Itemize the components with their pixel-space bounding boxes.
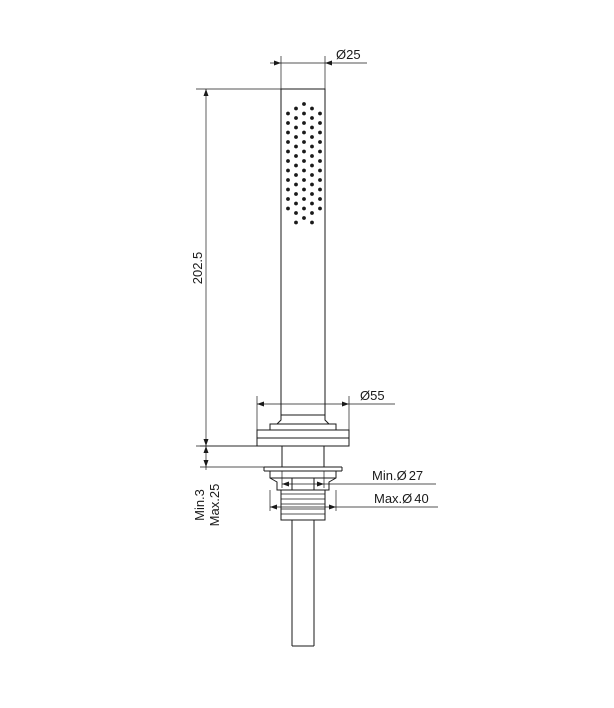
nozzle-dot <box>294 135 298 139</box>
nozzle-dot <box>294 154 298 158</box>
thickness-min-label: Min.3 <box>192 489 207 521</box>
dimension-mounting-thickness: Min.3 Max.25 <box>192 445 264 527</box>
nozzle-dot <box>294 106 298 111</box>
nozzle-dot <box>302 168 306 173</box>
nozzle-dot <box>286 111 290 116</box>
nozzle-dot <box>286 206 290 211</box>
nozzle-dot <box>302 187 306 192</box>
nozzle-dot <box>310 135 314 139</box>
nozzle-dot <box>310 144 314 149</box>
height-label: 202.5 <box>190 252 205 285</box>
nozzle-dot <box>310 106 314 111</box>
nozzle-dot <box>286 197 290 201</box>
nozzle-dot <box>294 144 298 149</box>
nozzle-dot <box>318 178 322 182</box>
nozzle-dot <box>318 206 322 211</box>
nozzle-dot <box>286 140 290 144</box>
nozzle-dot <box>294 116 298 120</box>
nozzle-dot <box>310 154 314 158</box>
nozzle-dot <box>286 178 290 182</box>
nozzle-dot <box>310 116 314 120</box>
head-diameter-label: Ø25 <box>336 47 361 62</box>
dimension-flange-diameter: Ø55 <box>256 388 395 430</box>
nozzle-grid <box>286 102 322 225</box>
nozzle-dot <box>302 159 306 163</box>
nozzle-dot <box>318 197 322 201</box>
nozzle-dot <box>294 211 298 215</box>
nozzle-dot <box>302 149 306 154</box>
shower-head <box>280 88 326 416</box>
nozzle-dot <box>310 125 314 130</box>
dimension-head-diameter: Ø25 <box>270 47 367 89</box>
nozzle-dot <box>294 182 298 187</box>
nozzle-dot <box>310 163 314 168</box>
nozzle-dot <box>294 125 298 130</box>
nozzle-dot <box>294 173 298 177</box>
nozzle-dot <box>310 201 314 206</box>
nozzle-dot <box>318 168 322 173</box>
nozzle-dot <box>286 168 290 173</box>
hose <box>291 520 315 647</box>
nozzle-dot <box>318 187 322 192</box>
nozzle-dot <box>318 121 322 125</box>
nozzle-dot <box>302 216 306 220</box>
nozzle-dot <box>318 159 322 163</box>
nozzle-dot <box>310 220 314 225</box>
nozzle-dot <box>302 102 306 106</box>
nozzle-dot <box>310 173 314 177</box>
nozzle-dot <box>286 187 290 192</box>
nozzle-dot <box>286 159 290 163</box>
nozzle-dot <box>294 220 298 225</box>
nozzle-dot <box>310 192 314 196</box>
nozzle-dot <box>302 121 306 125</box>
nozzle-dot <box>302 140 306 144</box>
nozzle-dot <box>294 201 298 206</box>
nozzle-dot <box>302 111 306 116</box>
nozzle-dot <box>318 111 322 116</box>
nozzle-dot <box>302 206 306 211</box>
nozzle-dot <box>286 130 290 135</box>
nozzle-dot <box>318 130 322 135</box>
nozzle-dot <box>286 121 290 125</box>
thickness-max-label: Max.25 <box>207 484 222 527</box>
flange-diameter-label: Ø55 <box>360 388 385 403</box>
nozzle-dot <box>294 192 298 196</box>
dimension-height: 202.5 <box>190 88 281 447</box>
nozzle-dot <box>294 163 298 168</box>
nozzle-dot <box>318 140 322 144</box>
nozzle-dot <box>310 182 314 187</box>
nozzle-dot <box>286 149 290 154</box>
nozzle-dot <box>302 197 306 201</box>
nozzle-dot <box>302 130 306 135</box>
nozzle-dot <box>318 149 322 154</box>
flange-assembly <box>256 415 350 447</box>
nozzle-dot <box>302 178 306 182</box>
nozzle-dot <box>310 211 314 215</box>
